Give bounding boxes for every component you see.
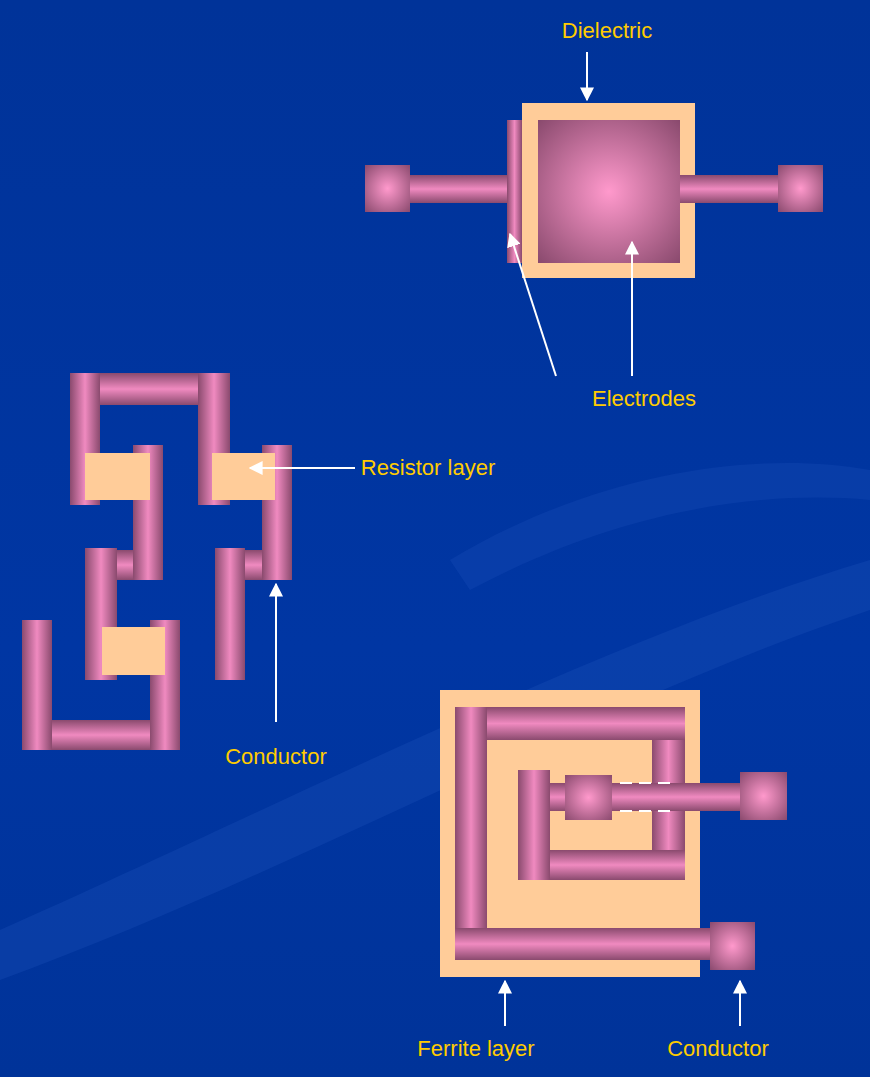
inductor [440, 690, 787, 977]
resistor [22, 373, 292, 750]
part-label: Resistor layer [361, 455, 495, 481]
part-label: Conductor [225, 744, 327, 770]
background-swoosh [0, 560, 870, 980]
background-swoosh [450, 463, 870, 590]
part-label: Ferrite layer [417, 1036, 534, 1062]
part-label: Electrodes [592, 386, 696, 412]
capacitor [365, 103, 823, 278]
leader-line [250, 52, 740, 1026]
part-label: Dielectric [562, 18, 652, 44]
part-label: Conductor [667, 1036, 769, 1062]
